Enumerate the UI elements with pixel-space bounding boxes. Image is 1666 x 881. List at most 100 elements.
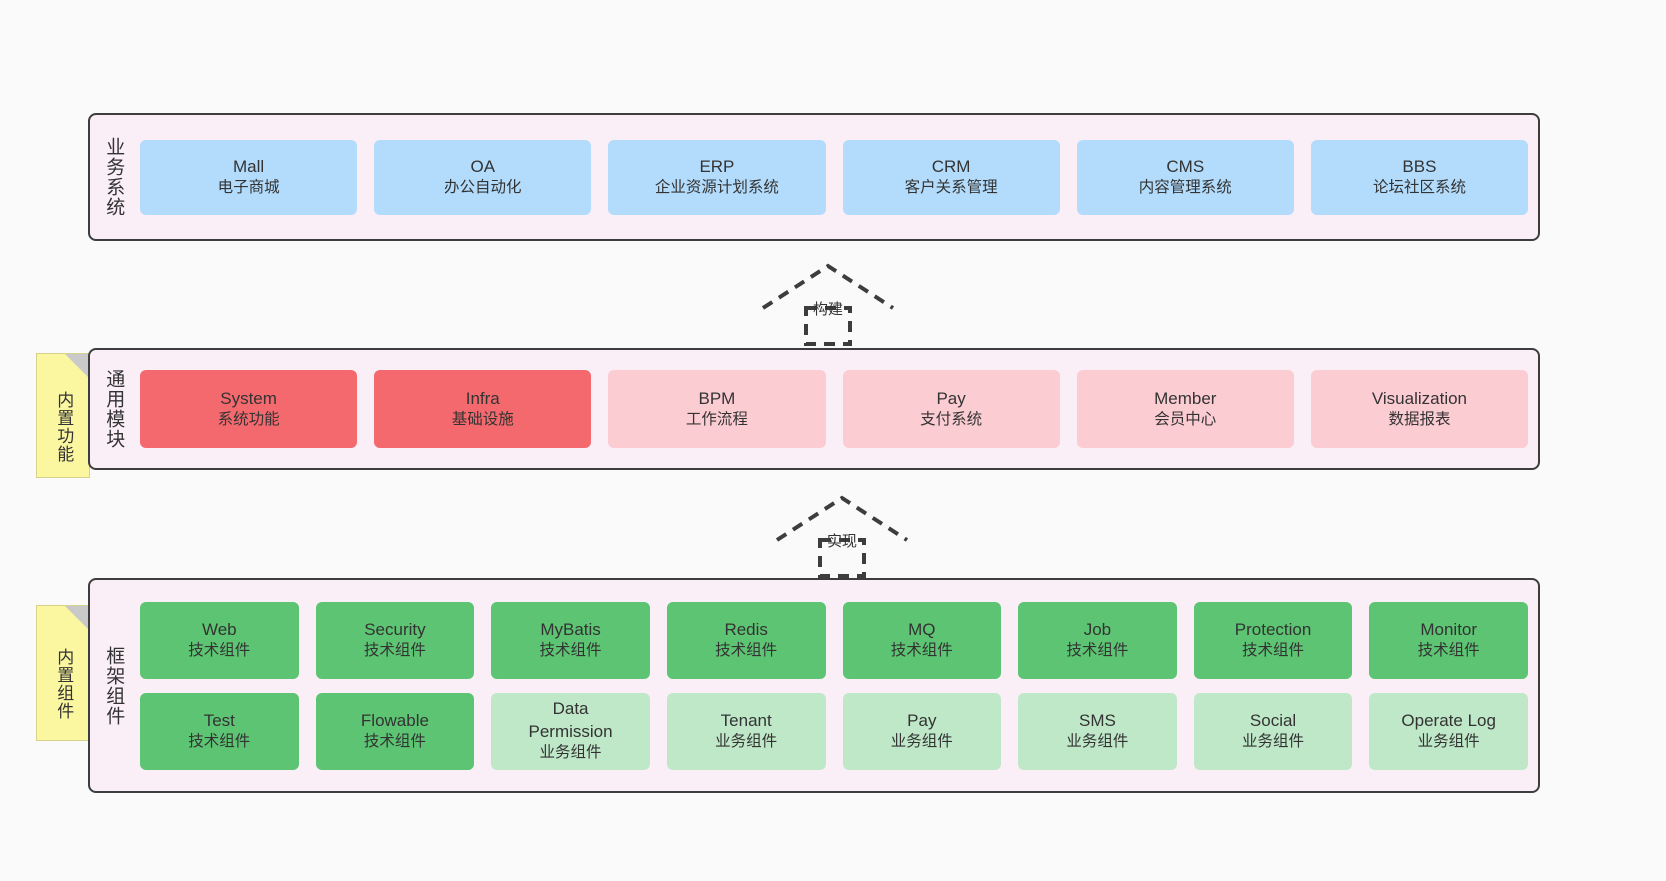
- card-subtitle: 技术组件: [363, 732, 426, 750]
- card-subtitle: 技术组件: [188, 641, 251, 659]
- card-mall[interactable]: Mall 电子商城: [140, 139, 358, 215]
- card-erp[interactable]: ERP 企业资源计划系统: [608, 139, 826, 215]
- card-crm[interactable]: CRM 客户关系管理: [842, 139, 1060, 215]
- card-title: Monitor: [1420, 619, 1478, 639]
- card-title: Pay: [907, 710, 937, 730]
- note-label: 内置组件: [54, 648, 74, 720]
- card-row: Mall 电子商城 OA 办公自动化 ERP 企业资源计划系统 CRM 客户关系…: [140, 139, 1529, 215]
- card-operate-log[interactable]: Operate Log 业务组件: [1369, 692, 1528, 770]
- card-title: Flowable: [360, 710, 429, 730]
- card-title: MQ: [908, 619, 936, 639]
- card-title: Mall: [233, 156, 265, 176]
- card-test[interactable]: Test 技术组件: [140, 692, 299, 770]
- card-title: ERP: [699, 156, 735, 176]
- card-title: Infra: [465, 388, 500, 408]
- layer-common-module[interactable]: 通用模块 System 系统功能 Infra 基础设施 BPM 工作流程 Pay…: [88, 348, 1540, 470]
- card-visualization[interactable]: Visualization 数据报表: [1310, 370, 1529, 448]
- card-title: Web: [201, 619, 237, 639]
- card-title: Data Permission: [528, 699, 613, 741]
- layer-body-business-system: Mall 电子商城 OA 办公自动化 ERP 企业资源计划系统 CRM 客户关系…: [136, 115, 1538, 239]
- card-subtitle: 基础设施: [451, 410, 514, 428]
- layer-body-framework-component: Web 技术组件 Security 技术组件 MyBatis 技术组件 Redi…: [136, 580, 1538, 791]
- card-title: MyBatis: [540, 619, 601, 639]
- layer-framework-component[interactable]: 框架组件 Web 技术组件 Security 技术组件 MyBatis 技术组件…: [88, 578, 1540, 793]
- connector-implement: 实现: [772, 490, 932, 578]
- card-pay[interactable]: Pay 支付系统: [842, 370, 1060, 448]
- card-security[interactable]: Security 技术组件: [315, 601, 475, 679]
- card-social[interactable]: Social 业务组件: [1193, 692, 1353, 770]
- card-subtitle: 技术组件: [1242, 641, 1305, 659]
- note-builtin-component: 内置组件: [36, 605, 90, 741]
- card-subtitle: 技术组件: [1417, 641, 1480, 659]
- connector-label-build: 构建: [813, 301, 844, 318]
- card-title: Test: [203, 710, 235, 730]
- card-title: Protection: [1234, 619, 1312, 639]
- card-system[interactable]: System 系统功能: [140, 370, 358, 448]
- card-job[interactable]: Job 技术组件: [1018, 601, 1177, 679]
- card-protection[interactable]: Protection 技术组件: [1193, 601, 1353, 679]
- card-monitor[interactable]: Monitor 技术组件: [1369, 601, 1528, 679]
- card-subtitle: 技术组件: [1066, 641, 1129, 659]
- card-title: Operate Log: [1401, 710, 1496, 730]
- card-title: BBS: [1402, 156, 1437, 176]
- connector-label-implement: 实现: [827, 533, 858, 550]
- card-subtitle: 业务组件: [1242, 732, 1305, 750]
- card-title: System: [220, 388, 277, 408]
- card-data-permission[interactable]: Data Permission 业务组件: [491, 692, 650, 770]
- layer-title-common-module: 通用模块: [103, 369, 125, 449]
- card-title: Security: [364, 619, 426, 639]
- layer-business-system[interactable]: 业务系统 Mall 电子商城 OA 办公自动化 ERP 企业资源计划系统 CRM…: [88, 113, 1540, 241]
- card-subtitle: 业务组件: [539, 744, 602, 762]
- card-bbs[interactable]: BBS 论坛社区系统: [1310, 139, 1529, 215]
- card-title: CRM: [931, 156, 971, 176]
- note-builtin-function: 内置功能: [36, 353, 90, 478]
- card-subtitle: 论坛社区系统: [1372, 178, 1466, 196]
- card-title: Pay: [936, 388, 966, 408]
- layer-title-business-system: 业务系统: [103, 137, 125, 217]
- card-subtitle: 业务组件: [1066, 732, 1129, 750]
- card-cms[interactable]: CMS 内容管理系统: [1076, 139, 1294, 215]
- connector-build: 构建: [758, 258, 918, 346]
- card-subtitle: 业务组件: [715, 732, 778, 750]
- card-title: Redis: [724, 619, 768, 639]
- layer-body-common-module: System 系统功能 Infra 基础设施 BPM 工作流程 Pay 支付系统…: [136, 350, 1538, 468]
- card-title: Social: [1249, 710, 1297, 730]
- card-bpm[interactable]: BPM 工作流程: [608, 370, 826, 448]
- card-title: SMS: [1079, 710, 1116, 730]
- note-label: 内置功能: [54, 390, 74, 463]
- card-tenant[interactable]: Tenant 业务组件: [666, 692, 826, 770]
- card-pay-component[interactable]: Pay 业务组件: [842, 692, 1002, 770]
- card-infra[interactable]: Infra 基础设施: [374, 370, 592, 448]
- card-subtitle: 业务组件: [1417, 732, 1480, 750]
- card-title: BPM: [698, 388, 736, 408]
- card-subtitle: 会员中心: [1154, 410, 1217, 428]
- card-row: Test 技术组件 Flowable 技术组件 Data Permission …: [140, 692, 1528, 770]
- card-subtitle: 系统功能: [217, 410, 280, 428]
- card-title: Tenant: [720, 710, 772, 730]
- card-subtitle: 数据报表: [1388, 410, 1451, 428]
- card-subtitle: 支付系统: [920, 410, 983, 428]
- card-subtitle: 技术组件: [715, 641, 778, 659]
- card-title: CMS: [1166, 156, 1205, 176]
- card-flowable[interactable]: Flowable 技术组件: [315, 692, 475, 770]
- card-subtitle: 客户关系管理: [904, 178, 998, 196]
- card-mq[interactable]: MQ 技术组件: [842, 601, 1002, 679]
- note-fold-corner-icon: [65, 606, 89, 630]
- card-sms[interactable]: SMS 业务组件: [1018, 692, 1177, 770]
- card-row: Web 技术组件 Security 技术组件 MyBatis 技术组件 Redi…: [140, 601, 1528, 679]
- note-fold-corner-icon: [65, 354, 89, 378]
- card-title: Job: [1083, 619, 1112, 639]
- card-mybatis[interactable]: MyBatis 技术组件: [491, 601, 650, 679]
- card-title: Visualization: [1371, 388, 1468, 408]
- card-web[interactable]: Web 技术组件: [140, 601, 299, 679]
- card-title: OA: [470, 156, 496, 176]
- card-row: System 系统功能 Infra 基础设施 BPM 工作流程 Pay 支付系统…: [140, 370, 1529, 448]
- card-member[interactable]: Member 会员中心: [1076, 370, 1294, 448]
- card-oa[interactable]: OA 办公自动化: [374, 139, 592, 215]
- card-redis[interactable]: Redis 技术组件: [666, 601, 826, 679]
- card-subtitle: 工作流程: [685, 410, 748, 428]
- card-subtitle: 技术组件: [188, 732, 251, 750]
- card-subtitle: 企业资源计划系统: [654, 178, 779, 196]
- card-subtitle: 技术组件: [539, 641, 602, 659]
- card-title: Member: [1154, 388, 1217, 408]
